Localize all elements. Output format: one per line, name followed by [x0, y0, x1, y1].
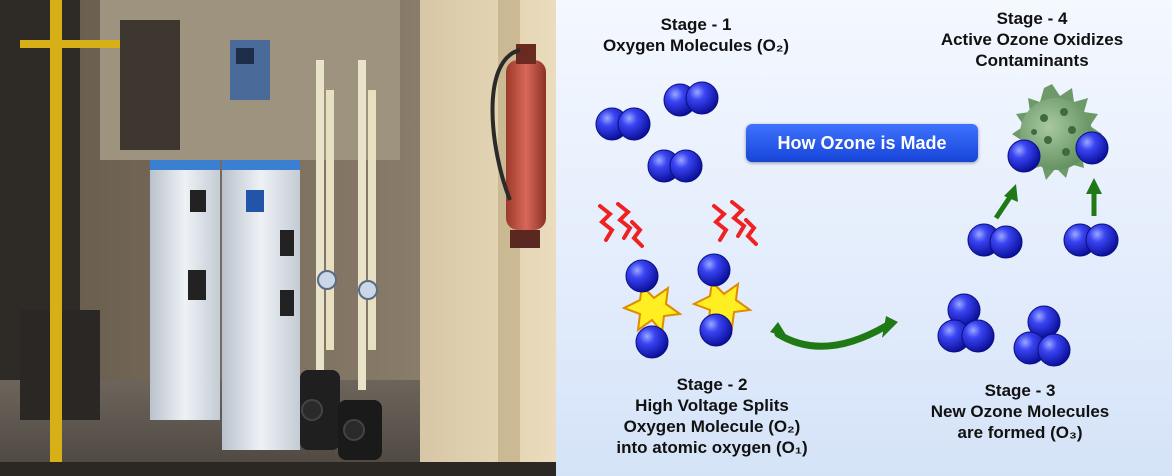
stage2-label: Stage - 2 High Voltage Splits Oxygen Mol… — [582, 374, 842, 458]
oxygen-molecule — [967, 223, 1023, 259]
ozone-generator-photo — [0, 0, 556, 476]
stage4-oxidation — [967, 84, 1119, 259]
oxygen-molecule — [595, 107, 651, 141]
lightning-icon — [712, 200, 758, 246]
diagram-artwork — [595, 81, 1119, 367]
oxygen-molecule — [1063, 223, 1119, 257]
ozone-molecule — [1013, 305, 1071, 367]
diagram-title-badge: How Ozone is Made — [746, 124, 978, 162]
lightning-icon — [598, 202, 644, 248]
stage1-heading: Stage - 1 — [660, 15, 732, 34]
process-arrow — [770, 316, 898, 350]
stage1-oxygen-molecules — [595, 81, 719, 183]
photo-illustration — [0, 0, 556, 476]
stage3-heading: Stage - 3 — [984, 381, 1056, 400]
oxygen-atom — [1007, 139, 1041, 173]
oxygen-atom — [1075, 131, 1109, 165]
stage1-text: Oxygen Molecules (O₂) — [602, 36, 790, 55]
up-arrow-icon — [1086, 178, 1102, 216]
stage2-heading: Stage - 2 — [676, 375, 748, 394]
oxygen-atom — [699, 313, 733, 347]
ozone-process-diagram: How Ozone is Made Stage - 1 Oxygen Molec… — [556, 0, 1172, 476]
oxygen-atom — [635, 325, 669, 359]
oxygen-atom — [697, 253, 731, 287]
stage3-text-line1: New Ozone Molecules — [930, 402, 1110, 421]
stage2-text-line1: High Voltage Splits — [635, 396, 789, 415]
stage4-text-line2: Contaminants — [975, 51, 1089, 70]
stage2-text-line3: into atomic oxygen (O₁) — [616, 438, 808, 457]
up-arrow-icon — [993, 184, 1018, 220]
spark-icon — [621, 283, 683, 335]
stage2-splitting — [598, 200, 758, 359]
stage2-text-line2: Oxygen Molecule (O₂) — [623, 417, 801, 436]
oxygen-atom — [625, 259, 659, 293]
stage4-text-line1: Active Ozone Oxidizes — [940, 30, 1124, 49]
stage3-ozone-molecules — [937, 293, 1071, 367]
ozone-molecule — [937, 293, 995, 353]
stage1-label: Stage - 1 Oxygen Molecules (O₂) — [576, 14, 816, 56]
stage3-label: Stage - 3 New Ozone Molecules are formed… — [890, 380, 1150, 443]
stage4-heading: Stage - 4 — [996, 9, 1068, 28]
stage3-text-line2: are formed (O₃) — [957, 423, 1083, 442]
oxygen-molecule — [647, 149, 703, 183]
stage4-label: Stage - 4 Active Ozone Oxidizes Contamin… — [912, 8, 1152, 71]
oxygen-molecule — [663, 81, 719, 117]
